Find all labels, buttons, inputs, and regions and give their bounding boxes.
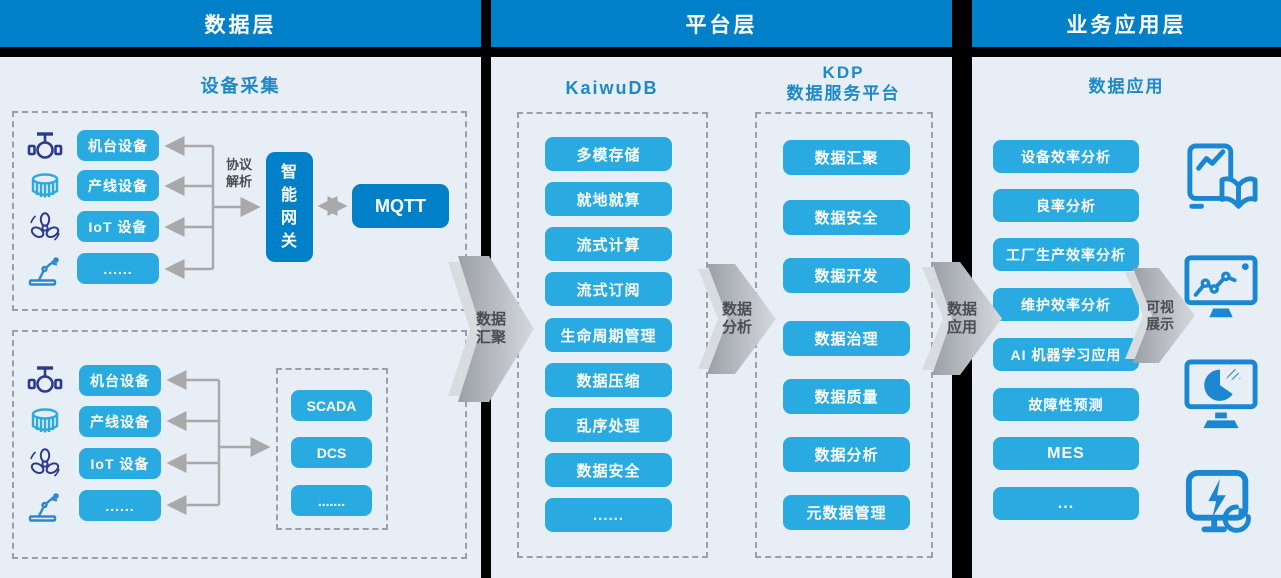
flow-arrow-data-analyze: 数据 分析 (698, 264, 776, 374)
kdp-title: KDP 数据服务平台 (786, 63, 901, 103)
report-analytics-icon (1184, 142, 1258, 221)
kaiwudb-item: ...... (545, 498, 672, 532)
flow-arrow-data-apply: 数据 应用 (922, 262, 1002, 375)
tank-icon (27, 403, 63, 444)
app-box: MES (993, 437, 1139, 470)
monitor-energy-icon (1184, 468, 1258, 549)
monitor-pie-chart-icon (1184, 358, 1258, 437)
data-application-title: 数据应用 (1088, 77, 1165, 96)
kaiwudb-item: 多模存储 (545, 137, 672, 171)
kaiwudb-item: 乱序处理 (545, 408, 672, 442)
kaiwudb-item: 生命周期管理 (545, 318, 672, 352)
app-box: 良率分析 (993, 189, 1139, 222)
device-box: ...... (77, 253, 159, 284)
platform-layer-header: 平台层 (491, 0, 952, 47)
kdp-item: 数据安全 (783, 200, 910, 235)
flow-label-apply: 数据 应用 (946, 300, 977, 336)
kaiwudb-title: KaiwuDB (565, 78, 659, 98)
app-box: 维护效率分析 (993, 288, 1139, 321)
app-box: 设备效率分析 (993, 140, 1139, 173)
fan-icon (27, 445, 63, 486)
robot-arm-icon (27, 251, 63, 292)
system-box-scada: SCADA (291, 390, 372, 421)
kaiwudb-item: 数据安全 (545, 453, 672, 487)
device-box: ...... (79, 490, 161, 521)
fan-icon (27, 209, 63, 250)
kdp-item: 数据治理 (783, 321, 910, 356)
business-layer-header: 业务应用层 (972, 0, 1281, 47)
kdp-item: 数据汇聚 (783, 140, 910, 175)
system-box-more: ....... (291, 485, 372, 516)
data-layer-header: 数据层 (0, 0, 481, 47)
kaiwudb-item: 流式订阅 (545, 272, 672, 306)
device-box: IoT 设备 (77, 211, 159, 242)
protocol-parse-label: 协议 解析 (225, 157, 252, 189)
flow-label-visualize: 可视 展示 (1146, 298, 1174, 332)
kdp-item: 元数据管理 (783, 495, 910, 530)
valve-icon (27, 362, 63, 403)
app-box: AI 机器学习应用 (993, 338, 1139, 371)
monitor-trend-chart-icon (1184, 252, 1258, 331)
kdp-item: 数据开发 (783, 258, 910, 293)
app-box: ... (993, 487, 1139, 520)
device-box: 机台设备 (77, 130, 159, 161)
kaiwudb-item: 就地就算 (545, 182, 672, 216)
app-box: 故障性预测 (993, 388, 1139, 421)
valve-icon (27, 128, 63, 169)
flow-arrow-visualize: 可视 展示 (1125, 268, 1195, 363)
flow-label-aggregate: 数据 汇聚 (475, 311, 506, 346)
kaiwudb-item: 数据压缩 (545, 363, 672, 397)
smart-gateway-label: 智能网关 (280, 164, 298, 250)
app-box: 工厂生产效率分析 (993, 238, 1139, 271)
kdp-item: 数据分析 (783, 437, 910, 472)
tank-icon (27, 168, 63, 209)
device-box: IoT 设备 (79, 448, 161, 479)
robot-arm-icon (27, 487, 63, 528)
system-box-dcs: DCS (291, 437, 372, 468)
device-box: 机台设备 (79, 365, 161, 396)
device-group-bottom-frame (12, 330, 467, 559)
kaiwudb-item: 流式计算 (545, 227, 672, 261)
flow-label-analyze: 数据 分析 (721, 301, 752, 336)
device-collection-title: 设备采集 (200, 76, 281, 96)
smart-gateway-box: 智能网关 (266, 152, 313, 262)
mqtt-box: MQTT (352, 184, 449, 228)
flow-arrow-data-aggregate: 数据 汇聚 (448, 256, 534, 402)
device-group-top-frame (12, 111, 467, 311)
device-box: 产线设备 (77, 170, 159, 201)
kdp-item: 数据质量 (783, 379, 910, 414)
device-box: 产线设备 (79, 406, 161, 437)
scada-group-frame (276, 368, 388, 530)
